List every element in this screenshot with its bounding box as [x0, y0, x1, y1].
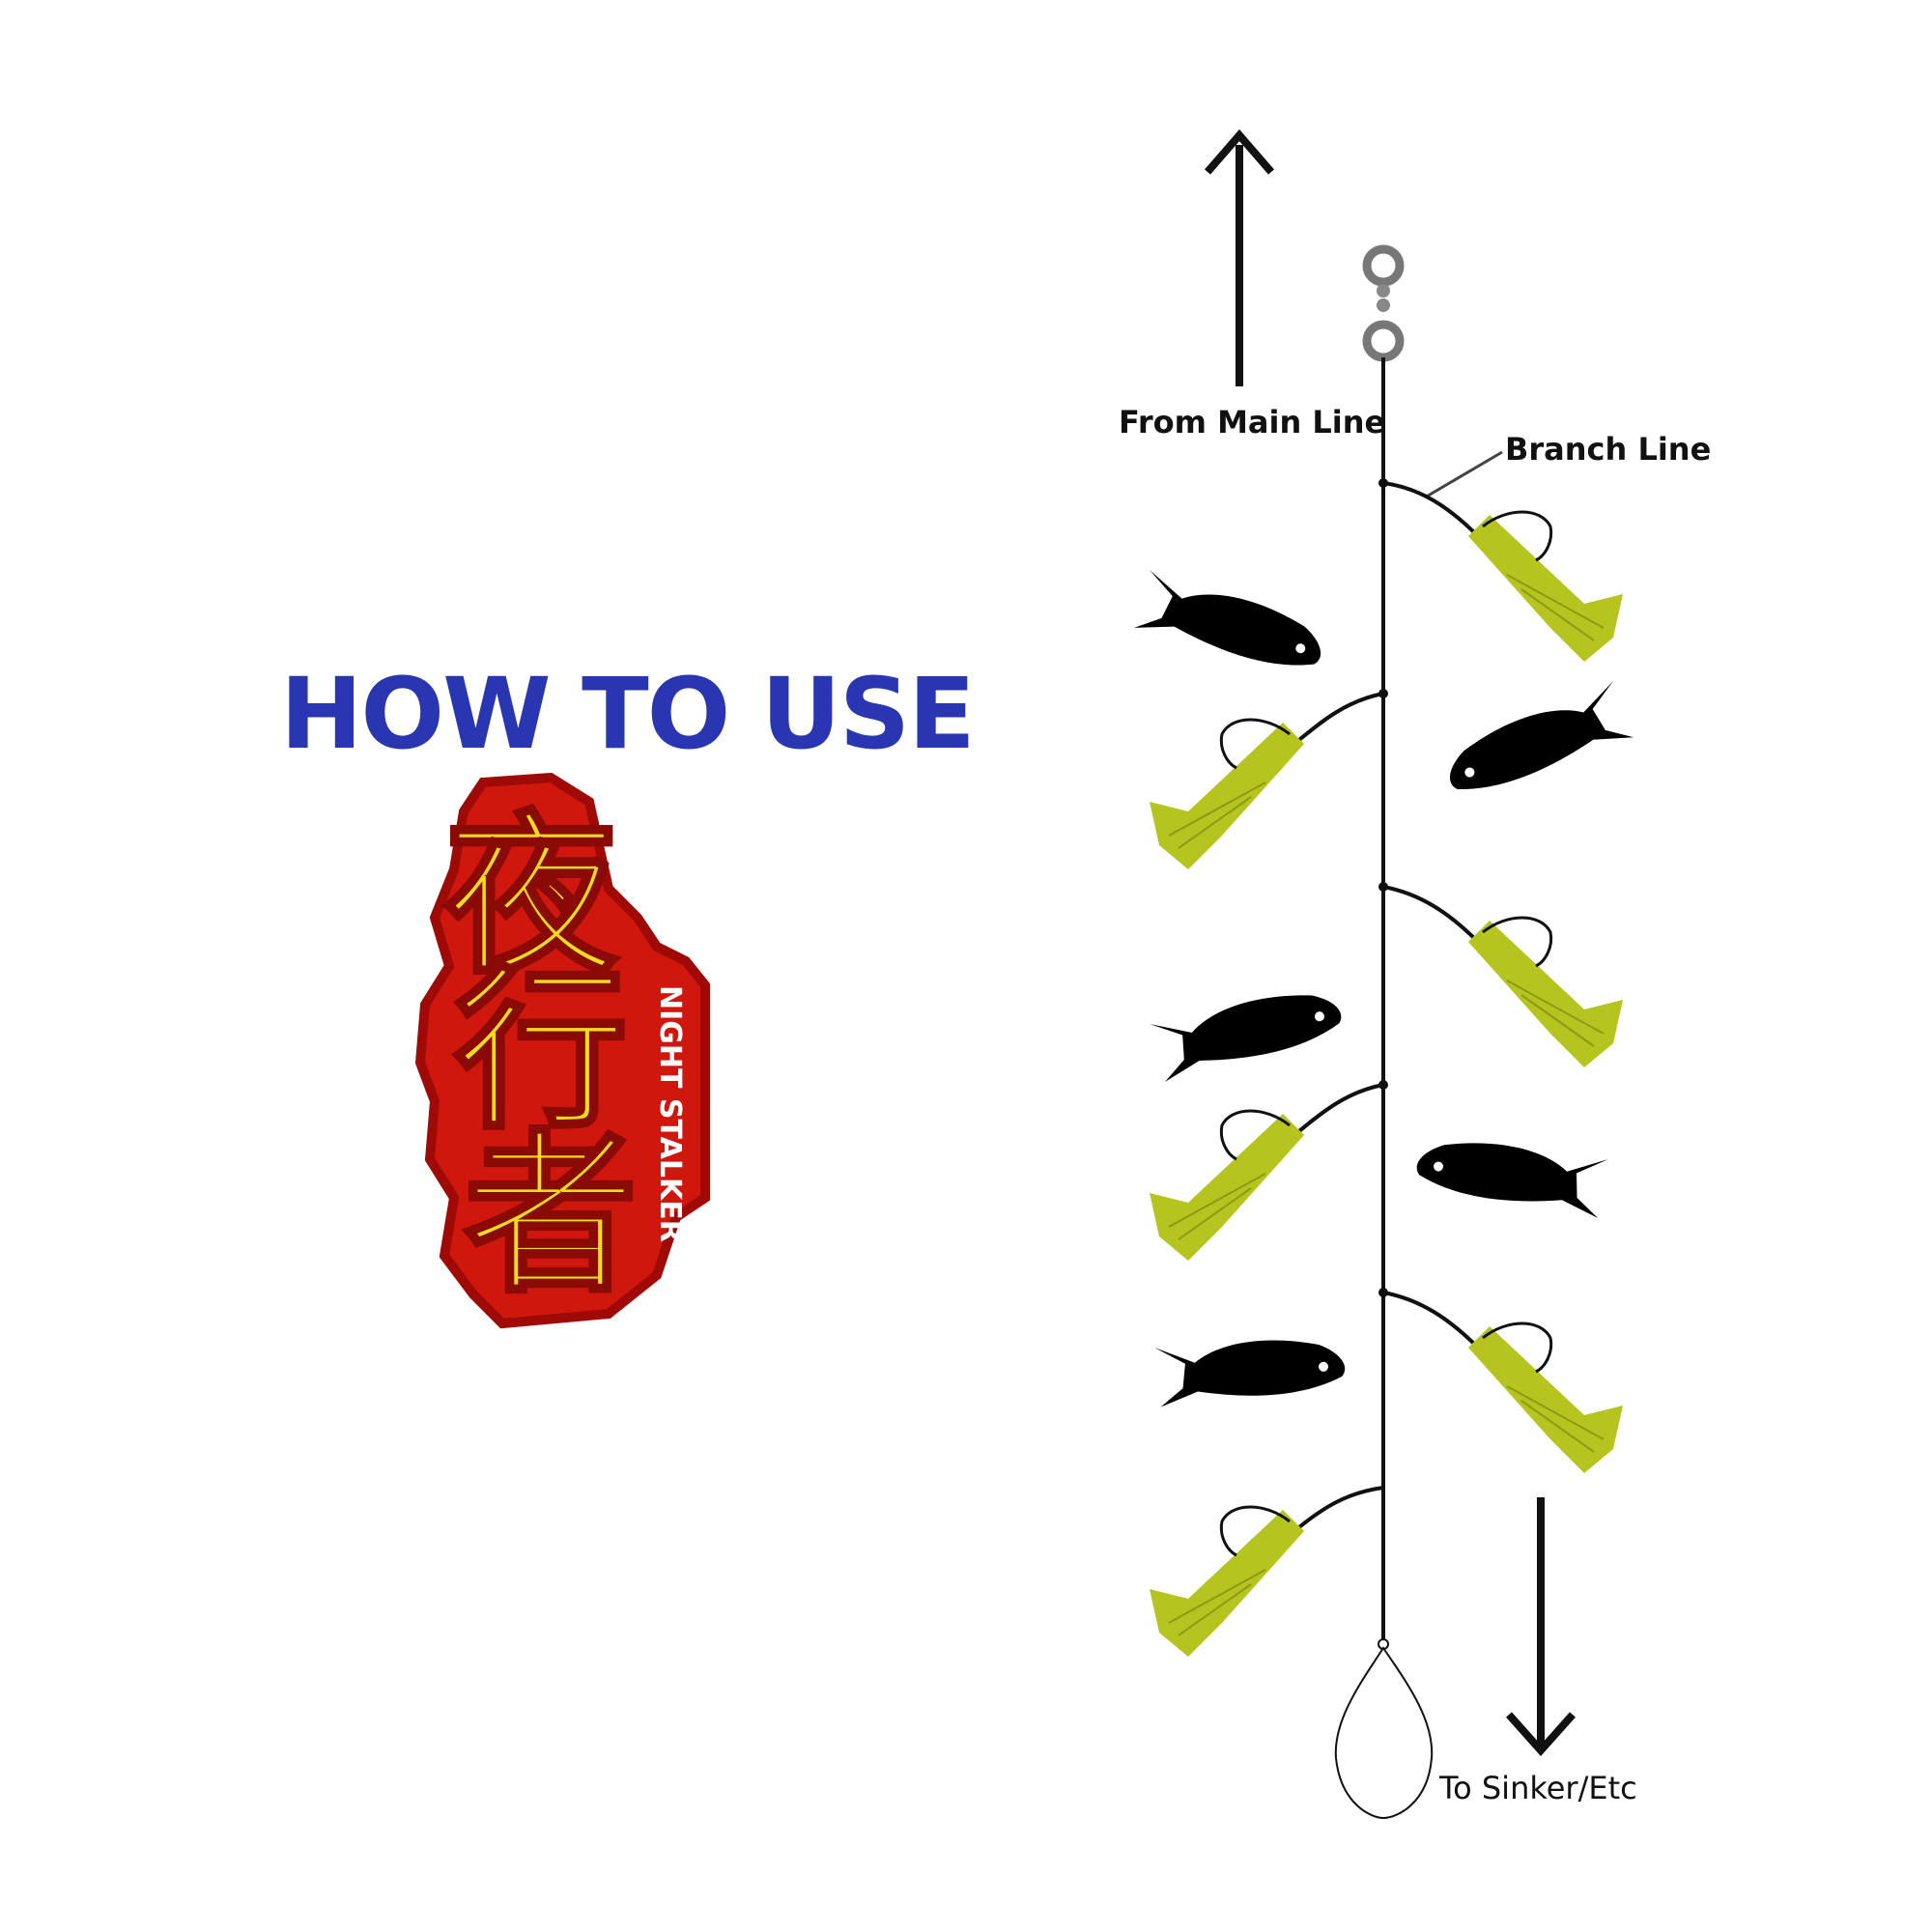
logo-char-1: 夜: [443, 794, 619, 998]
fish-icon: [1450, 681, 1634, 789]
page-title: HOW TO USE: [280, 657, 976, 772]
night-stalker-logo: 夜 行 者 NIGHT STALKER: [415, 773, 724, 1333]
fish-icon: [1133, 570, 1321, 666]
logo-char-3: 者: [464, 1113, 638, 1317]
logo-graphic: 夜 行 者 NIGHT STALKER: [415, 773, 710, 1329]
up-arrow-icon: [1204, 128, 1275, 386]
fish-icon: [1150, 995, 1342, 1082]
lure-right-3: [1382, 1291, 1625, 1475]
logo-char-2: 行: [454, 949, 628, 1152]
fish-icon: [1154, 1340, 1346, 1407]
lure-right-1: [1382, 481, 1625, 664]
branch-line-pointer: [1424, 450, 1503, 499]
lure-right-2: [1382, 885, 1625, 1069]
fish-icon: [1416, 1143, 1608, 1219]
branch-line-label: Branch Line: [1505, 431, 1712, 468]
from-main-line-label: From Main Line: [1119, 404, 1386, 440]
logo-backdrop: [415, 773, 710, 1329]
lure-left-3: [1148, 1486, 1384, 1659]
lure-left-2: [1148, 1083, 1384, 1263]
logo-english-text: NIGHT STALKER: [653, 985, 687, 1242]
swivel-icon: [1362, 244, 1405, 362]
down-arrow-icon: [1506, 1497, 1576, 1757]
snap-loop-icon: [1334, 1638, 1434, 1820]
to-sinker-label: To Sinker/Etc: [1439, 1770, 1637, 1806]
lure-left-1: [1148, 692, 1384, 871]
